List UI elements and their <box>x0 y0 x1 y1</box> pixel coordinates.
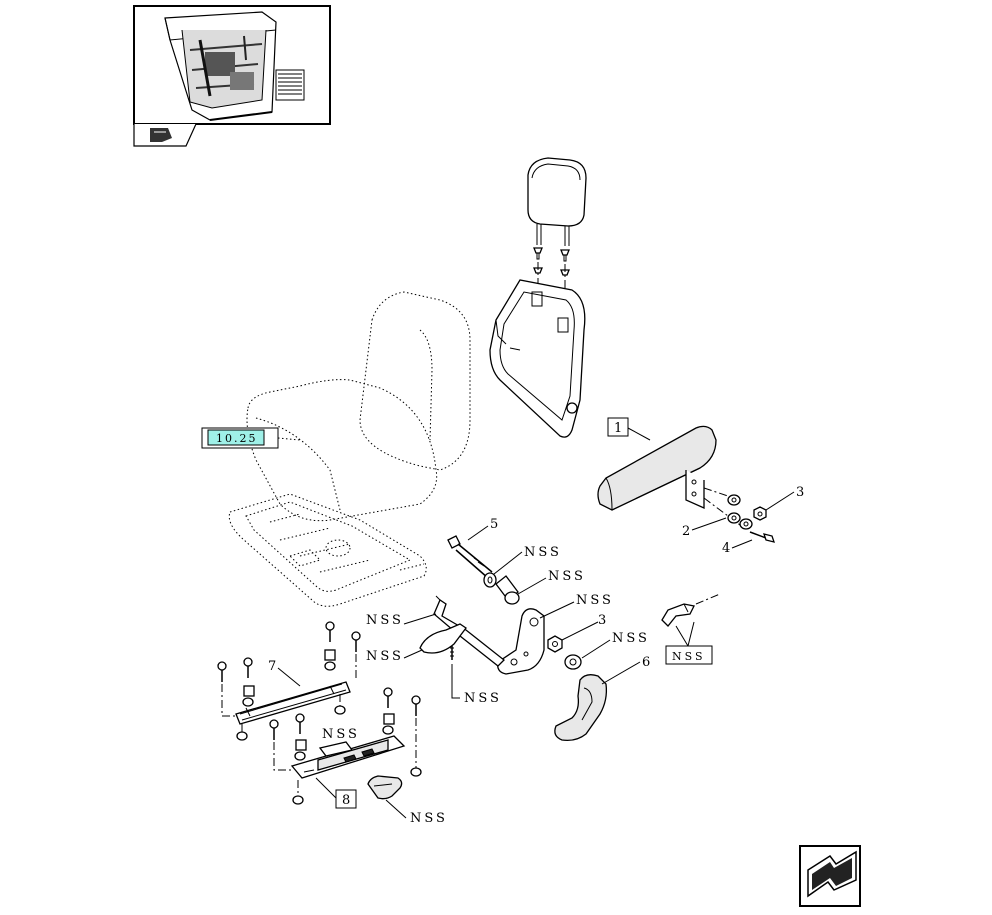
nss-label-8: NSS <box>322 727 360 742</box>
seat-pan-outline <box>228 493 427 607</box>
callout-4[interactable]: 4 <box>722 539 753 556</box>
svg-text:NSS: NSS <box>524 545 562 560</box>
lever-spring <box>450 646 454 660</box>
svg-text:3: 3 <box>598 613 609 628</box>
section-reference-box[interactable]: 10.25 <box>201 427 279 449</box>
svg-text:NSS: NSS <box>672 650 706 663</box>
bolt-4 <box>749 531 775 543</box>
callout-5[interactable]: 5 <box>467 517 501 541</box>
nss-label-6: NSS <box>366 649 423 664</box>
svg-text:8: 8 <box>342 793 353 808</box>
svg-text:NSS: NSS <box>366 649 404 664</box>
callout-2[interactable]: 2 <box>682 517 727 539</box>
svg-text:NSS: NSS <box>612 631 650 646</box>
pivot-bracket <box>497 608 545 675</box>
washer-2 <box>727 494 753 530</box>
seat-adjust-handle <box>661 603 695 627</box>
nut-3 <box>753 506 767 521</box>
svg-text:5: 5 <box>490 517 501 532</box>
callout-8[interactable]: 8 <box>315 777 357 809</box>
svg-text:3: 3 <box>796 485 807 500</box>
fastener-axis-lines <box>221 654 417 796</box>
pivot-pin-5 <box>447 535 493 579</box>
svg-text:NSS: NSS <box>322 727 360 742</box>
headrest <box>527 157 587 246</box>
reference-leader <box>277 437 301 441</box>
svg-text:NSS: NSS <box>548 569 586 584</box>
nss-label-7: NSS <box>451 664 502 706</box>
callout-1[interactable]: 1 <box>607 417 651 441</box>
section-tab-icon[interactable] <box>133 123 197 147</box>
svg-text:NSS: NSS <box>410 811 448 826</box>
svg-text:6: 6 <box>642 655 653 670</box>
svg-text:7: 7 <box>268 659 279 674</box>
armrest <box>597 425 717 511</box>
svg-text:4: 4 <box>722 541 733 556</box>
alignment-line <box>537 262 566 300</box>
nut-3-lower <box>547 635 563 653</box>
section-reference-label: 10.25 <box>216 432 258 445</box>
nss-label-5: NSS <box>366 613 437 628</box>
nss-label-3: NSS <box>539 593 614 619</box>
nss-label-1: NSS <box>493 545 562 575</box>
bushing-small <box>564 654 582 670</box>
svg-text:NSS: NSS <box>464 691 502 706</box>
nss-label-4: NSS <box>581 631 650 659</box>
slide-rail-7 <box>235 681 351 725</box>
callout-7[interactable]: 7 <box>268 659 301 687</box>
callout-3-upper[interactable]: 3 <box>765 485 807 511</box>
slide-rail-8 <box>290 735 406 779</box>
rail-end-cap <box>367 775 403 800</box>
lever-knob <box>419 623 467 654</box>
bushing-sleeve <box>495 575 520 605</box>
rail-fasteners <box>217 621 422 805</box>
svg-text:NSS: NSS <box>576 593 614 608</box>
next-page-arrow-icon[interactable] <box>799 845 861 907</box>
svg-text:2: 2 <box>682 524 693 539</box>
svg-text:1: 1 <box>614 421 625 436</box>
seat-cushion-outline <box>246 291 471 522</box>
nss-label-9: NSS <box>385 799 448 826</box>
cab-thumbnail-icon[interactable] <box>133 5 331 125</box>
vent-grille-icon <box>275 69 305 101</box>
callout-6[interactable]: 6 <box>601 655 653 685</box>
svg-text:NSS: NSS <box>366 613 404 628</box>
nss-label-2: NSS <box>517 569 586 595</box>
callout-3-lower[interactable]: 3 <box>561 613 609 641</box>
spacer-ring <box>483 572 497 588</box>
nss-box-label[interactable]: NSS <box>665 621 713 665</box>
armrest-axis <box>703 487 745 529</box>
backrest-frame <box>489 279 586 438</box>
headrest-guide-bushing <box>533 247 570 276</box>
handle-axis <box>695 593 721 605</box>
release-lever <box>433 595 505 667</box>
side-cover-6 <box>554 674 608 742</box>
